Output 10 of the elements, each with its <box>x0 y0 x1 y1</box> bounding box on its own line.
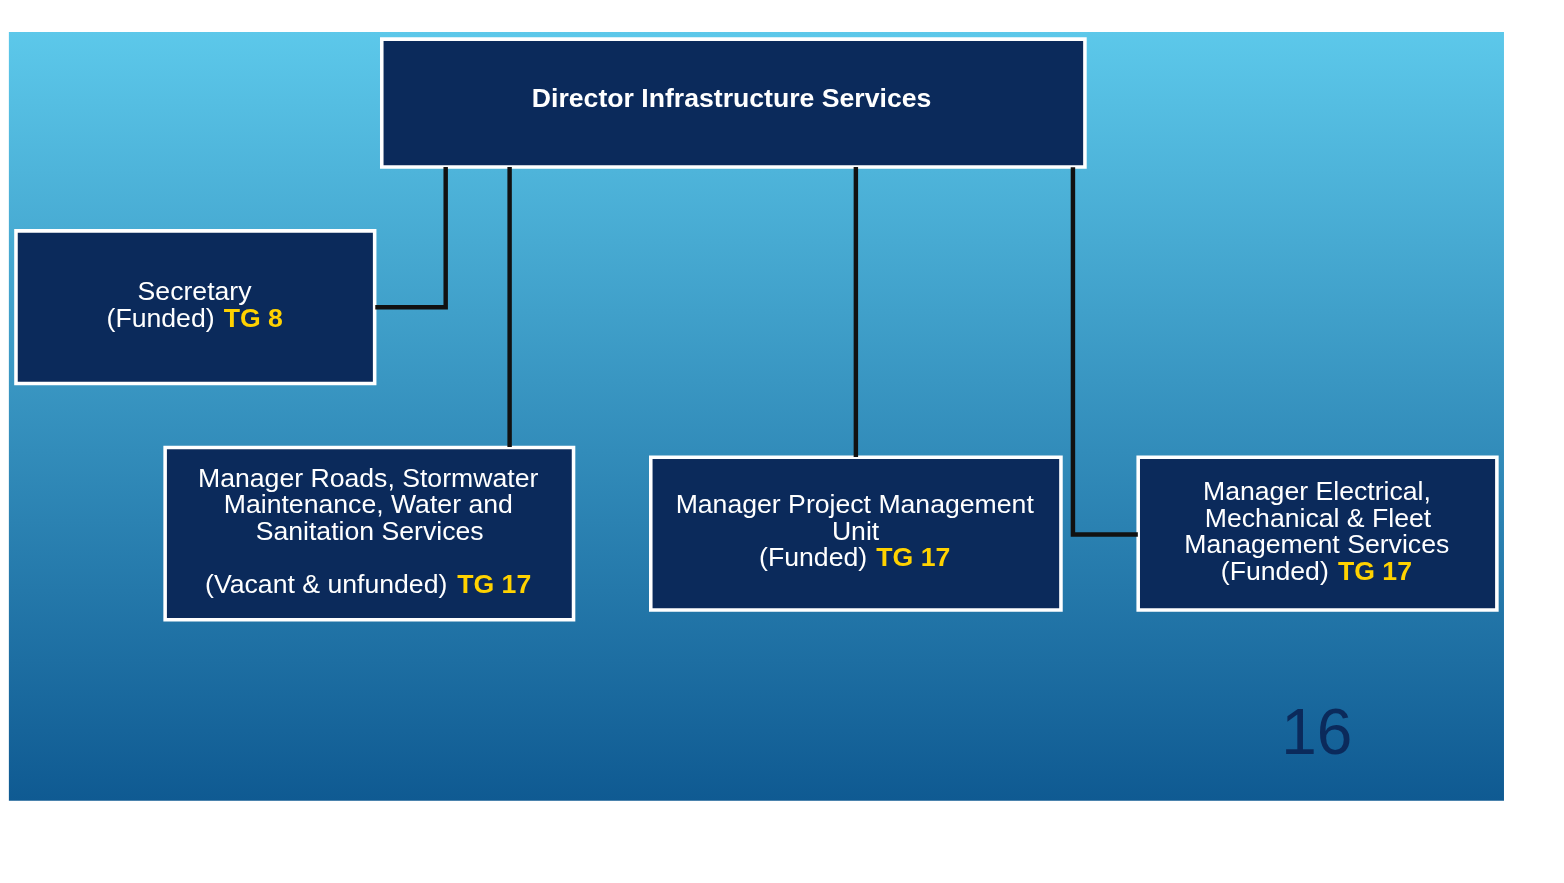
node-box: Manager Roads, Stormwater Maintenance, Water and Sanitation Services (Vacant & unfunded) TG 17 <box>163 445 576 621</box>
node-box: Secretary (Funded) TG 8 <box>14 228 377 385</box>
connector <box>375 166 448 309</box>
connector <box>1070 166 1138 537</box>
node-box: Manager Project Management Unit (Funded) TG 17 <box>649 455 1063 612</box>
node-box: Director Infrastructure Services <box>380 36 1087 169</box>
label: 16 <box>1281 695 1353 768</box>
connector <box>507 166 512 447</box>
node-box: Manager Electrical, Mechanical & Fleet Management Services (Funded) TG 17 <box>1136 455 1499 612</box>
connector <box>853 166 859 457</box>
